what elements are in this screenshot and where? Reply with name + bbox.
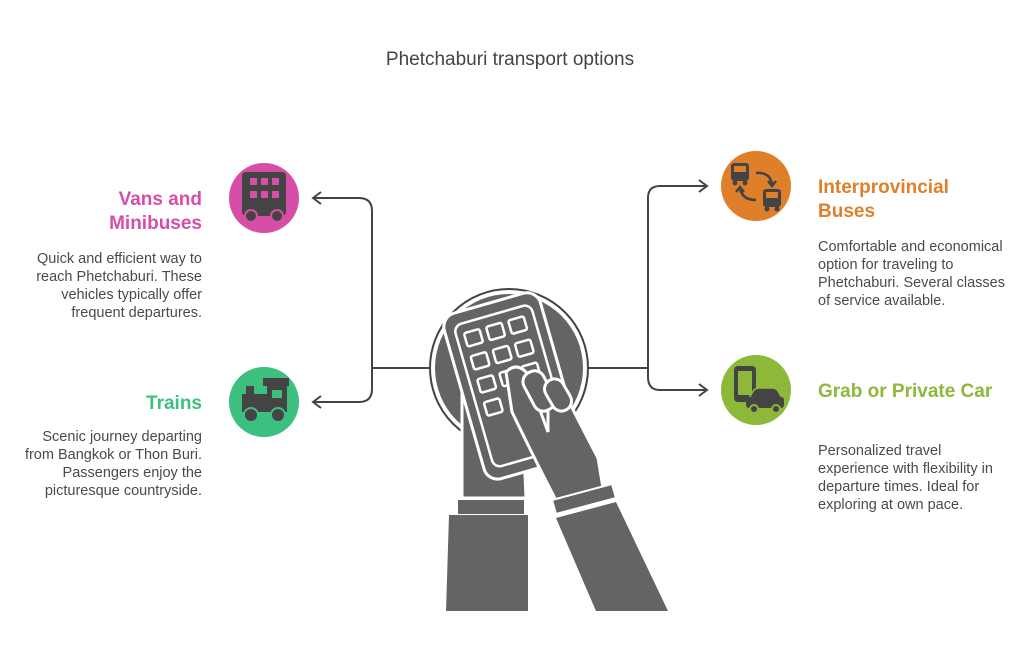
buses-heading: Interprovincial Buses bbox=[818, 177, 949, 222]
hand-holding-phone-icon bbox=[429, 288, 668, 611]
car-description: Personalized travel experience with flex… bbox=[818, 443, 993, 513]
car-heading: Grab or Private Car bbox=[818, 381, 993, 402]
buses-description: Comfortable and economical option for tr… bbox=[818, 239, 1005, 309]
vans-description: Quick and efficient way to reach Phetcha… bbox=[36, 251, 202, 321]
train-icon bbox=[229, 367, 299, 437]
connector-right bbox=[588, 185, 706, 369]
phone-car-icon bbox=[721, 355, 791, 425]
arrowhead-vans bbox=[311, 191, 322, 205]
arrowhead-trains bbox=[311, 395, 322, 409]
arrowhead-car bbox=[698, 383, 709, 397]
diagram-title: Phetchaburi transport options bbox=[385, 49, 635, 70]
trains-heading: Trains bbox=[146, 393, 202, 414]
connector-left-lower bbox=[314, 368, 373, 403]
vans-heading: Vans and Minibuses bbox=[109, 189, 202, 234]
connector-lines bbox=[311, 179, 709, 409]
bus-transfer-icon bbox=[721, 151, 791, 221]
arrowhead-buses bbox=[698, 179, 709, 193]
connector-right-lower bbox=[647, 368, 706, 391]
trains-description: Scenic journey departing from Bangkok or… bbox=[24, 429, 202, 499]
double-decker-bus-icon bbox=[229, 163, 299, 233]
connector-left bbox=[314, 197, 432, 369]
